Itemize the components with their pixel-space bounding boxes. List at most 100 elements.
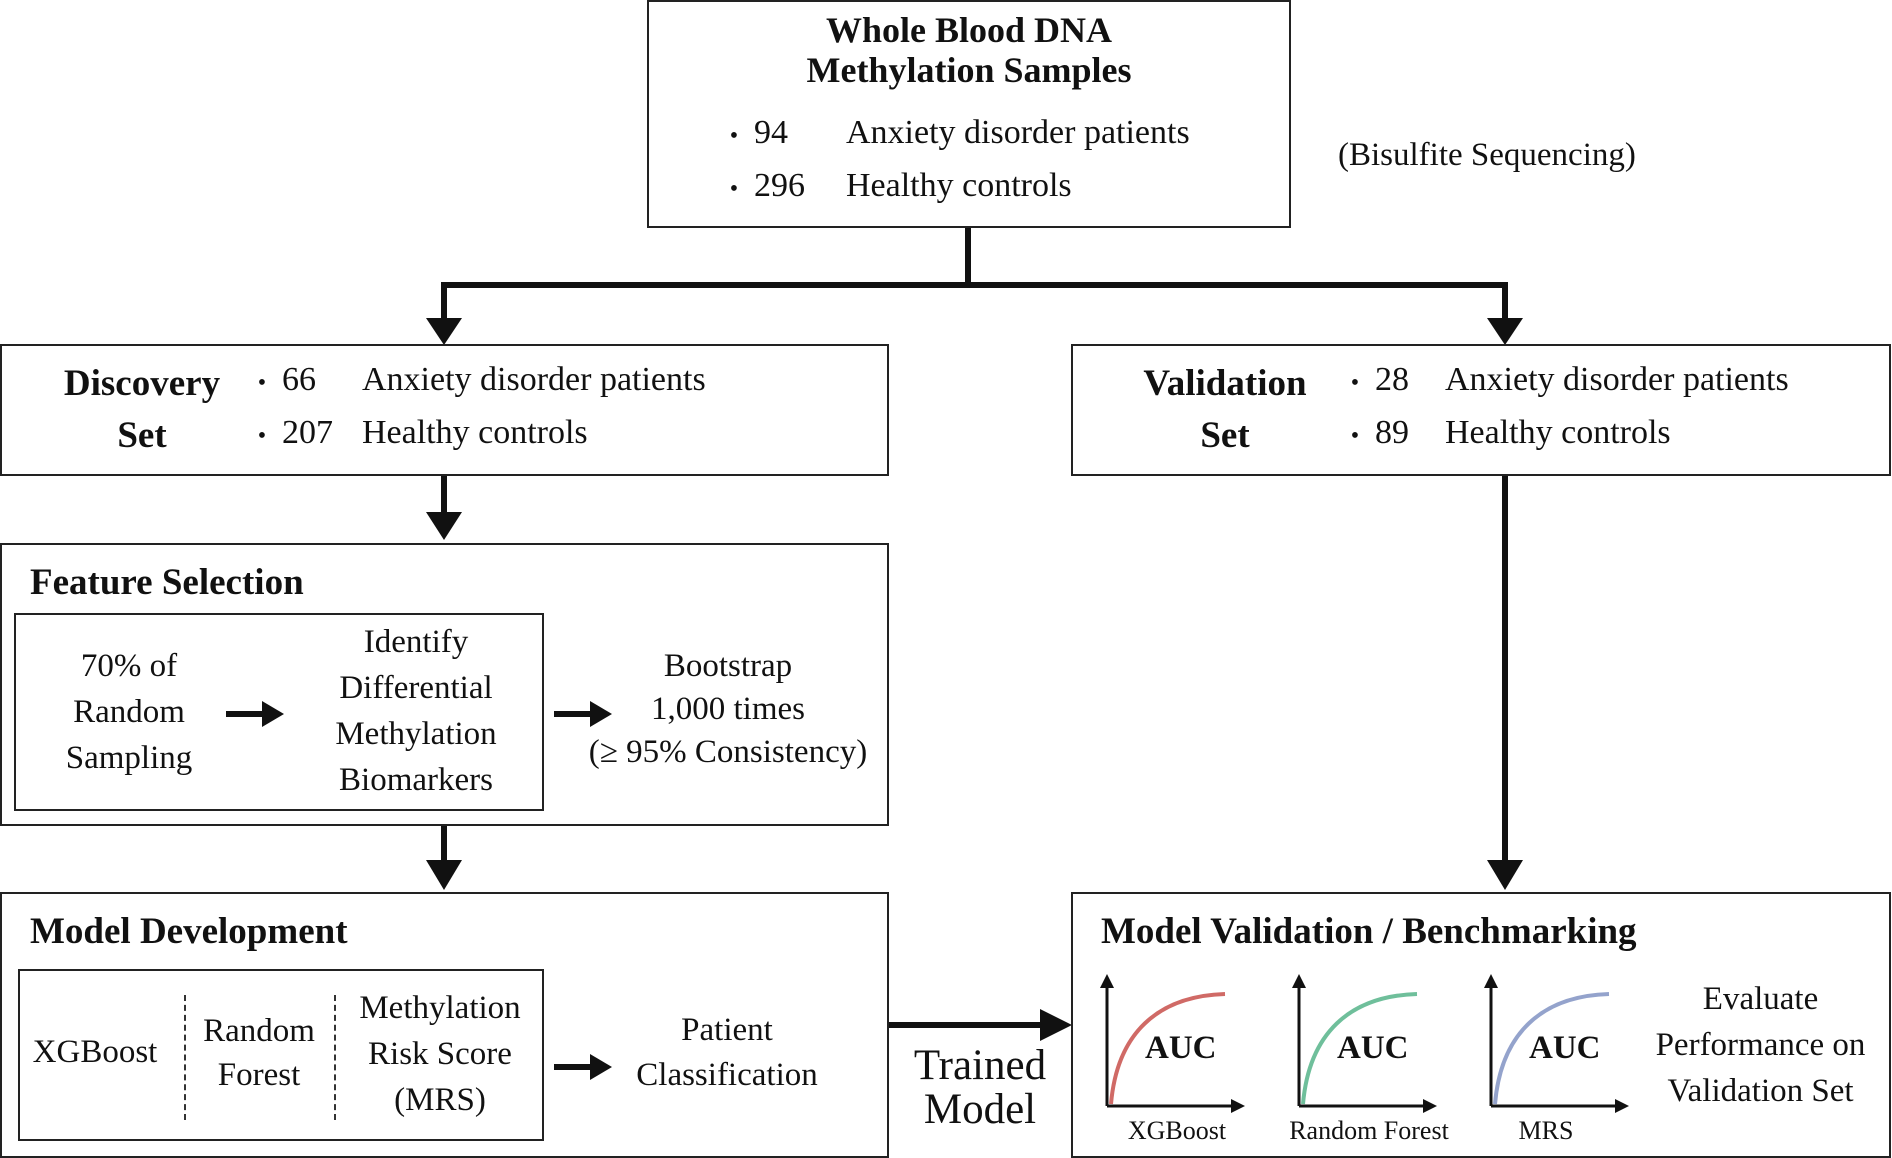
evaluate-performance: Evaluate Performance on Validation Set (1633, 976, 1888, 1114)
samples-patient-label: Anxiety disorder patients (846, 114, 1190, 151)
mrs-line1: Methylation (359, 990, 521, 1026)
samples-title-line1: Whole Blood DNA (825, 10, 1113, 50)
samples-box: Whole Blood DNA Methylation Samples • 94… (647, 0, 1291, 228)
step1-line2: Random (73, 694, 185, 730)
validation-item-patients: • 28 Anxiety disorder patients (1335, 361, 1789, 399)
trained-model-line1: Trained (913, 1042, 1047, 1089)
discovery-title-line1: Discovery (63, 363, 221, 404)
bootstrap-step: Bootstrap 1,000 times (≥ 95% Consistency… (568, 645, 888, 774)
model-divider (334, 995, 336, 1120)
auc-plot-mrs: AUC MRS (1481, 974, 1631, 1154)
step3-line2: 1,000 times (651, 691, 805, 727)
random-forest-line1: Random (203, 1013, 315, 1049)
discovery-title-line2: Set (117, 415, 167, 456)
auc-plot-random-forest: AUC Random Forest (1289, 974, 1449, 1154)
step1-line3: Sampling (65, 740, 193, 776)
random-sampling-step: 70% of Random Sampling (24, 643, 234, 781)
bullet-icon: • (729, 176, 739, 202)
arrow-right-icon (554, 1054, 612, 1080)
arrowhead-model-dev (426, 860, 462, 890)
discovery-item-controls: • 207 Healthy controls (242, 414, 588, 452)
validation-set-box: Validation Set • 28 Anxiety disorder pat… (1071, 344, 1891, 476)
caption-xgboost: XGBoost (1127, 1116, 1227, 1145)
bullet-icon: • (729, 123, 739, 149)
model-development-title: Model Development (30, 911, 348, 952)
auc-label-xgboost: AUC (1145, 1030, 1217, 1066)
trained-model-line2: Model (923, 1086, 1037, 1133)
validation-patient-label: Anxiety disorder patients (1445, 361, 1789, 398)
identify-biomarkers-step: Identify Differential Methylation Biomar… (286, 619, 546, 803)
feature-selection-title: Feature Selection (30, 562, 304, 603)
discovery-set-title: Discovery Set (42, 358, 242, 462)
arrowhead-benchmark (1487, 860, 1523, 890)
step2-line2: Differential (339, 670, 493, 706)
discovery-patient-label: Anxiety disorder patients (362, 361, 706, 398)
validation-title-line2: Set (1200, 415, 1250, 456)
validation-title-line1: Validation (1143, 363, 1307, 404)
bullet-icon: • (257, 423, 267, 449)
model-mrs: Methylation Risk Score (MRS) (336, 985, 544, 1123)
arrow-right-icon (226, 701, 284, 727)
bullet-icon: • (257, 370, 267, 396)
samples-title: Whole Blood DNA Methylation Samples (649, 10, 1289, 90)
auc-label-random-forest: AUC (1337, 1030, 1409, 1066)
step2-line3: Methylation (335, 716, 497, 752)
arrowhead-feature (426, 512, 462, 540)
discovery-item-patients: • 66 Anxiety disorder patients (242, 361, 706, 399)
model-validation-title: Model Validation / Benchmarking (1101, 911, 1637, 952)
step2-line1: Identify (363, 624, 469, 660)
auc-plot-xgboost: AUC XGBoost (1097, 974, 1247, 1154)
arrowhead-validation (1487, 318, 1523, 345)
evaluate-line2: Performance on (1655, 1027, 1866, 1063)
arrowhead-discovery (426, 318, 462, 345)
model-development-box: Model Development XGBoost Random Forest … (0, 892, 889, 1158)
bullet-icon: • (1350, 370, 1360, 396)
bisulfite-note: (Bisulfite Sequencing) (1338, 137, 1636, 173)
models-inner-box: XGBoost Random Forest Methylation Risk S… (18, 969, 544, 1141)
model-divider (184, 995, 186, 1120)
validation-item-controls: • 89 Healthy controls (1335, 414, 1671, 452)
roc-curve-icon (1292, 974, 1437, 1113)
evaluate-line3: Validation Set (1667, 1073, 1854, 1109)
discovery-control-label: Healthy controls (362, 414, 588, 451)
feature-selection-box: Feature Selection 70% of Random Sampling… (0, 543, 889, 826)
discovery-control-count: 207 (282, 414, 333, 451)
step2-line4: Biomarkers (339, 762, 493, 798)
arrow-right-icon (554, 701, 612, 727)
auc-label-mrs: AUC (1529, 1030, 1601, 1066)
roc-curve-icon (1484, 974, 1629, 1113)
arrowhead-trained-model (1040, 1009, 1072, 1041)
samples-control-label: Healthy controls (846, 167, 1072, 204)
step3-line1: Bootstrap (663, 648, 793, 684)
classification-line2: Classification (636, 1057, 818, 1093)
random-forest-line2: Forest (217, 1057, 301, 1093)
caption-mrs: MRS (1518, 1116, 1574, 1145)
samples-control-count: 296 (754, 167, 805, 204)
samples-patient-count: 94 (754, 114, 788, 151)
bullet-icon: • (1350, 423, 1360, 449)
mrs-line3: (MRS) (394, 1082, 486, 1118)
evaluate-line1: Evaluate (1702, 981, 1819, 1017)
classification-line1: Patient (681, 1012, 773, 1048)
validation-set-title: Validation Set (1125, 358, 1325, 462)
discovery-set-box: Discovery Set • 66 Anxiety disorder pati… (0, 344, 889, 476)
samples-item-controls: • 296 Healthy controls (714, 167, 1072, 205)
validation-control-count: 89 (1375, 414, 1409, 451)
model-random-forest: Random Forest (186, 1009, 332, 1097)
mrs-line2: Risk Score (368, 1036, 512, 1072)
discovery-patient-count: 66 (282, 361, 316, 398)
model-xgboost: XGBoost (32, 1034, 158, 1070)
validation-patient-count: 28 (1375, 361, 1409, 398)
roc-curve-icon (1100, 974, 1245, 1113)
step3-line3: (≥ 95% Consistency) (588, 734, 868, 770)
step1-line1: 70% of (80, 648, 178, 684)
patient-classification: Patient Classification (612, 1008, 842, 1098)
model-validation-box: Model Validation / Benchmarking AUC XGBo… (1071, 892, 1891, 1158)
caption-random-forest: Random Forest (1289, 1116, 1449, 1145)
samples-title-line2: Methylation Samples (806, 50, 1132, 90)
trained-model-label: Trained Model (895, 1044, 1065, 1132)
feature-selection-inner-box: 70% of Random Sampling Identify Differen… (14, 613, 544, 811)
samples-item-patients: • 94 Anxiety disorder patients (714, 114, 1190, 152)
validation-control-label: Healthy controls (1445, 414, 1671, 451)
